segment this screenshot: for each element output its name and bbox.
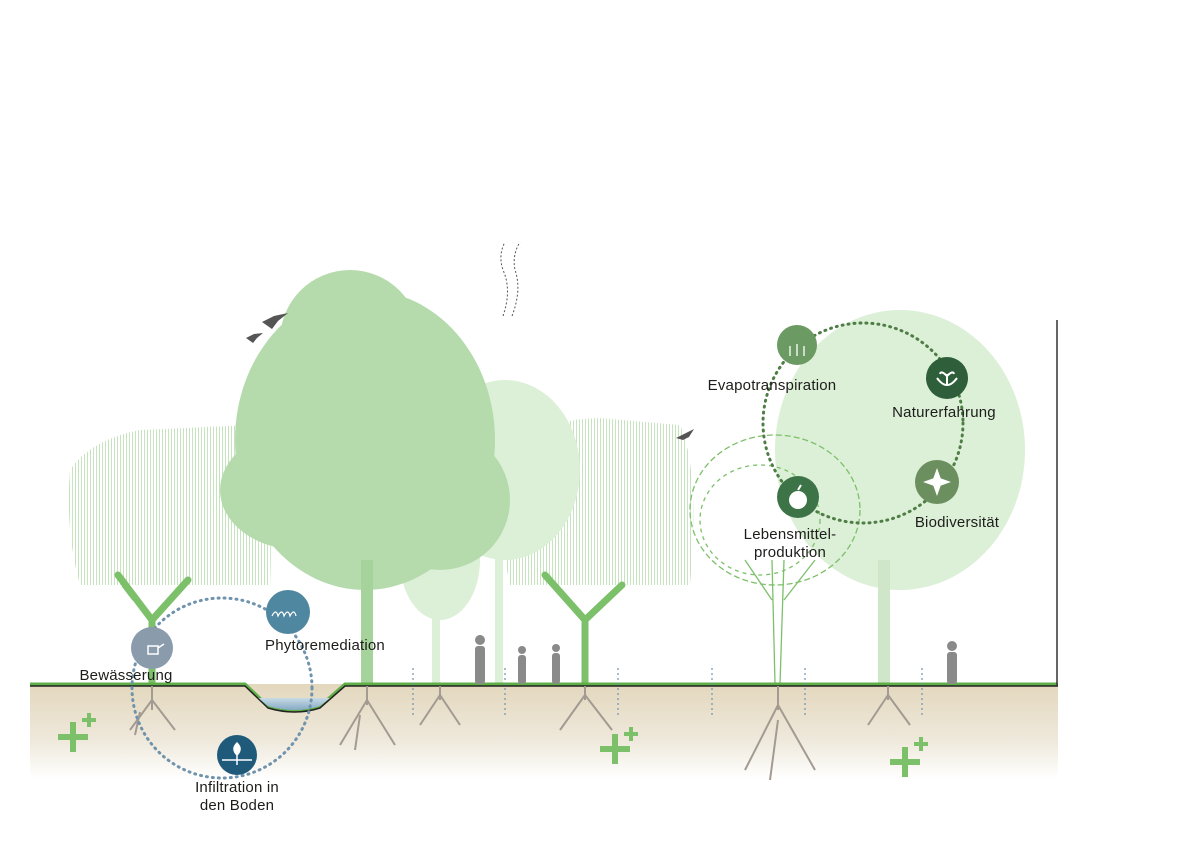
apple-icon: [777, 476, 819, 518]
water-cycle-ring: [130, 596, 314, 780]
main-tree: [220, 270, 510, 684]
birds: [246, 313, 694, 440]
label-lebensmittel-1: Lebensmittel-: [743, 526, 837, 543]
label-lebensmittel-2: produktion: [753, 544, 827, 561]
plus-signs: [58, 713, 928, 777]
people-silhouettes: [475, 635, 957, 684]
seed-drop-icon: [217, 735, 257, 775]
label-infiltration-2: den Boden: [199, 797, 275, 814]
infiltration-arrows: [412, 668, 923, 716]
roots: [129, 686, 911, 781]
leaf-cross-icon: [915, 460, 959, 504]
label-bewaesserung: Bewässerung: [79, 667, 173, 684]
ground-edge: [30, 685, 1058, 713]
benefit-cycle-ring: [761, 321, 965, 525]
air-arrows: [500, 241, 521, 317]
soil: [30, 684, 1058, 779]
watering-can-icon: [131, 627, 173, 669]
label-naturerfahrung: Naturerfahrung: [892, 404, 996, 421]
hands-plant-icon: [926, 357, 968, 399]
outlined-tree: [689, 434, 861, 685]
label-biodiversitaet: Biodiversität: [914, 514, 1000, 531]
label-infiltration-1: Infiltration in: [195, 779, 279, 796]
plants-icon: [266, 590, 310, 634]
evaporation-icon: [777, 325, 817, 365]
label-evapotranspiration: Evapotranspiration: [707, 377, 837, 394]
label-phytoremediation: Phytoremediation: [265, 637, 385, 654]
